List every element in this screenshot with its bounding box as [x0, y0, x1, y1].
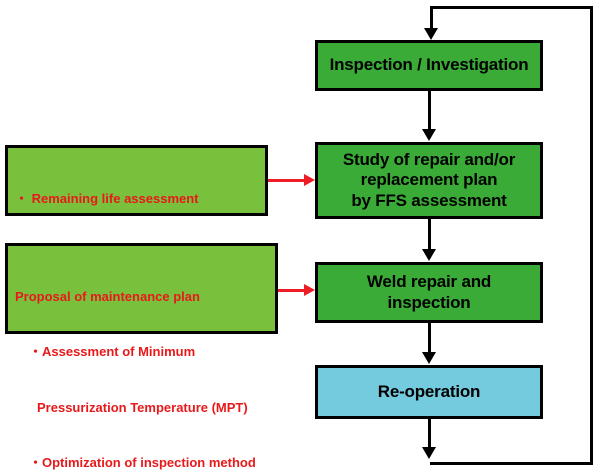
process-box-inspection-investigation[interactable]: Inspection / Investigation — [315, 40, 543, 91]
note-box-assessment-items[interactable]: ・ Remaining life assessment ・Material de… — [5, 145, 268, 317]
process-box-study-line-3: by FFS assessment — [351, 190, 507, 210]
red-connector-maintenance-arrowhead — [304, 284, 315, 296]
red-connector-assessment-to-study — [268, 179, 308, 182]
note-maintenance-line-3: Pressurization Temperature (MPT) — [37, 399, 248, 415]
process-box-re-operation-label: Re-operation — [377, 381, 481, 401]
connector-study-to-weld-arrowhead — [422, 249, 436, 261]
process-box-re-operation[interactable]: Re-operation — [315, 365, 543, 419]
connector-inspection-to-study-arrowhead — [422, 129, 436, 141]
process-box-study-of-repair-plan[interactable]: Study of repair and/or replacement plan … — [315, 142, 543, 219]
red-connector-maintenance-to-weld — [278, 289, 308, 292]
process-box-weld-line-2: inspection — [387, 292, 471, 312]
red-connector-assessment-arrowhead — [304, 174, 315, 186]
connector-reoperation-to-loop — [428, 419, 431, 449]
process-box-inspection-label: Inspection / Investigation — [329, 55, 529, 75]
process-box-weld-line-1: Weld repair and — [366, 272, 492, 292]
loop-entry-line — [430, 6, 433, 30]
loop-entry-arrowhead — [424, 28, 438, 40]
connector-weld-to-reoperation — [428, 323, 431, 353]
process-box-weld-repair-and-inspection[interactable]: Weld repair and inspection — [315, 262, 543, 323]
note-box-maintenance-plan[interactable]: Proposal of maintenance plan ・Assessment… — [5, 243, 278, 470]
note-maintenance-line-1: Proposal of maintenance plan — [15, 288, 200, 304]
note-maintenance-line-2: ・Assessment of Minimum — [29, 344, 196, 360]
note-maintenance-line-4: ・Optimization of inspection method — [29, 454, 256, 470]
note-assessment-line-1: ・ Remaining life assessment — [15, 190, 199, 206]
process-box-study-line-2: replacement plan — [360, 170, 498, 190]
connector-inspection-to-study — [428, 91, 431, 130]
feedback-loop-top-line — [430, 6, 593, 9]
process-box-study-text: Study of repair and/or replacement plan … — [343, 150, 515, 210]
process-box-study-line-1: Study of repair and/or — [342, 150, 516, 170]
feedback-loop-bottom-line — [430, 462, 593, 465]
connector-reoperation-to-loop-arrowhead — [422, 447, 436, 459]
process-box-weld-text: Weld repair and inspection — [367, 272, 491, 312]
feedback-loop-right-line — [590, 6, 593, 465]
connector-study-to-weld — [428, 219, 431, 251]
connector-weld-to-reoperation-arrowhead — [422, 352, 436, 364]
